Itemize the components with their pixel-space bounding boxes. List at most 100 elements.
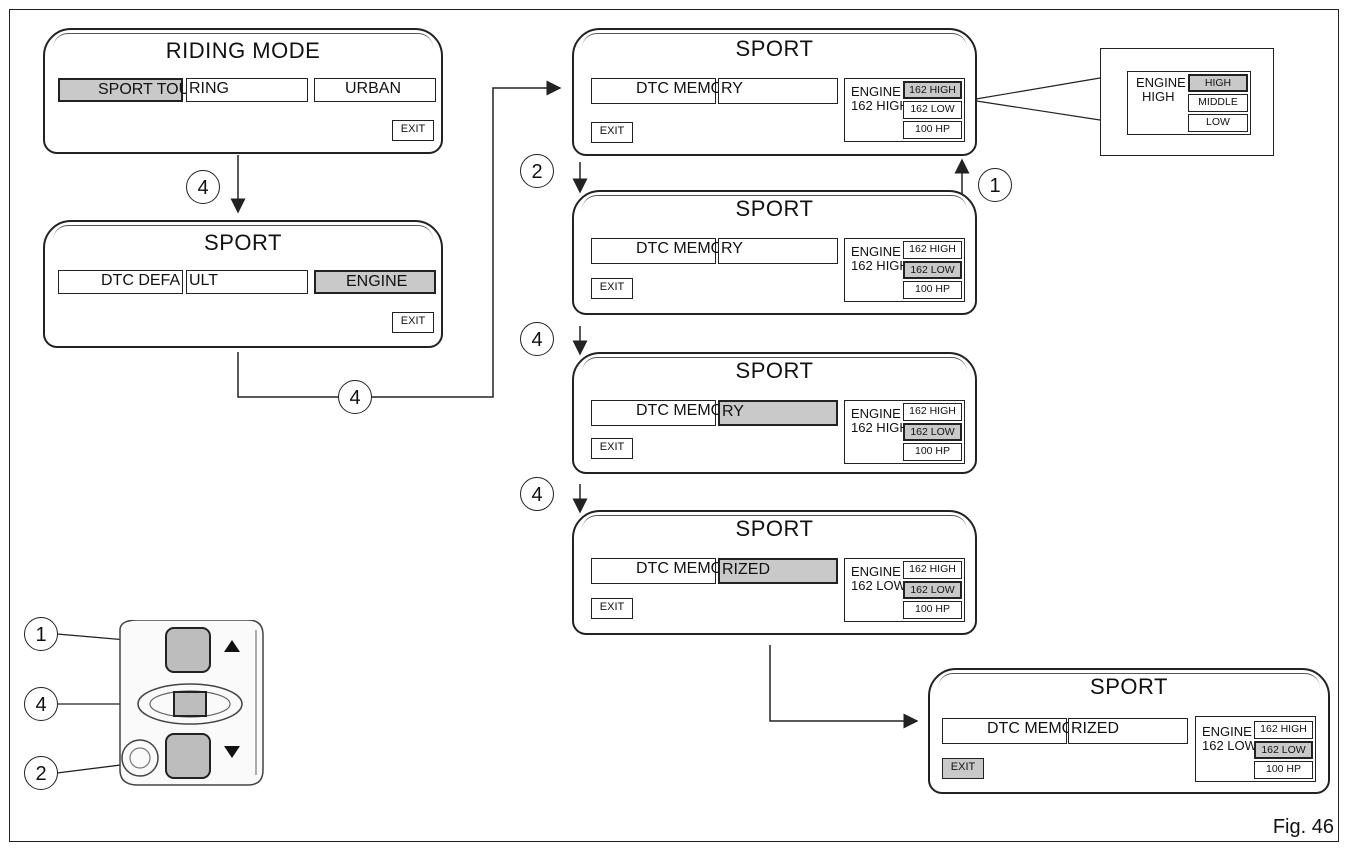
engine-value: 162 HIGH: [851, 420, 909, 435]
zoom-line-top: [969, 77, 1101, 101]
engine-panel: ENGINE 162 LOW 162 HIGH 162 LOW 100 HP: [1195, 716, 1316, 782]
engine-value: 162 HIGH: [851, 98, 909, 113]
engine-option-middle[interactable]: MIDDLE: [1188, 94, 1248, 112]
engine-option-high[interactable]: HIGH: [1188, 74, 1248, 92]
screen-title: SPORT: [735, 36, 814, 61]
dtc-label-b: RY: [721, 240, 743, 257]
sport-default-screen: SPORT DTC DEFA ULT ENGINE EXIT: [43, 220, 443, 348]
option-urban[interactable]: URBAN: [314, 78, 436, 102]
engine-zoom-inner: ENGINE HIGH HIGH MIDDLE LOW: [1127, 71, 1251, 135]
engine-label: ENGINE: [851, 244, 901, 259]
dtc-memory-field-ext[interactable]: RY: [718, 78, 838, 104]
engine-option-162-high[interactable]: 162 HIGH: [1254, 721, 1313, 739]
engine-option-162-low[interactable]: 162 LOW: [903, 423, 962, 441]
engine-option-100-hp[interactable]: 100 HP: [903, 443, 962, 461]
callout-4: 4: [186, 170, 220, 204]
engine-label: ENGINE: [851, 84, 901, 99]
engine-option-162-high[interactable]: 162 HIGH: [903, 81, 962, 99]
dtc-memory-field-ext[interactable]: RY: [718, 400, 838, 426]
screen-title: SPORT: [204, 230, 282, 255]
option-label-engine: ENGINE: [346, 273, 408, 290]
callout-1: 1: [978, 168, 1012, 202]
sport-screen-4: SPORT DTC MEMO RIZED ENGINE 162 LOW 162 …: [572, 510, 977, 635]
engine-option-162-low[interactable]: 162 LOW: [1254, 741, 1313, 759]
sport-screen-1: SPORT DTC MEMO RY ENGINE 162 HIGH 162 HI…: [572, 28, 977, 156]
option-label-b: RING: [189, 80, 229, 97]
down-button: [165, 733, 211, 779]
option-sport-touring[interactable]: SPORT TOU: [58, 78, 190, 102]
dtc-memory-field-ext[interactable]: RY: [718, 238, 838, 264]
dtc-memorized-field[interactable]: DTC MEMO: [591, 558, 723, 584]
engine-label: ENGINE: [851, 406, 901, 421]
dtc-label-b: RIZED: [722, 561, 770, 578]
exit-button[interactable]: EXIT: [591, 598, 633, 619]
engine-zoom-panel: ENGINE HIGH HIGH MIDDLE LOW: [1100, 48, 1274, 156]
key-callout-2: 2: [24, 756, 58, 790]
screen-title: SPORT: [735, 358, 814, 383]
dtc-memory-field[interactable]: DTC MEMO: [591, 238, 723, 264]
engine-option-low[interactable]: LOW: [1188, 114, 1248, 132]
zoom-line-bottom: [969, 99, 1101, 121]
engine-value: 162 LOW: [851, 578, 906, 593]
dtc-label-a: DTC MEMO: [636, 402, 724, 419]
lock-knob: [121, 739, 159, 777]
engine-value: HIGH: [1142, 89, 1175, 104]
callout-4: 4: [338, 380, 372, 414]
screen-title: SPORT: [1090, 674, 1168, 699]
screen-title: SPORT: [735, 516, 814, 541]
engine-value: 162 HIGH: [851, 258, 909, 273]
callout-4: 4: [520, 322, 554, 356]
figure-frame: [9, 9, 1339, 842]
exit-button[interactable]: EXIT: [942, 758, 984, 779]
engine-option-100-hp[interactable]: 100 HP: [903, 121, 962, 139]
option-dtc-default-ext[interactable]: ULT: [186, 270, 308, 294]
dtc-label-b: RY: [721, 80, 743, 97]
arrow-to-final: [769, 645, 919, 729]
engine-option-162-high[interactable]: 162 HIGH: [903, 241, 962, 259]
center-button: [173, 691, 207, 717]
dtc-memory-field[interactable]: DTC MEMO: [591, 78, 723, 104]
sport-screen-3: SPORT DTC MEMO RY ENGINE 162 HIGH 162 HI…: [572, 352, 977, 474]
option-label-a: SPORT TOU: [98, 81, 191, 98]
exit-button[interactable]: EXIT: [392, 312, 434, 333]
engine-option-162-low[interactable]: 162 LOW: [903, 261, 962, 279]
dtc-memorized-field[interactable]: DTC MEMO: [942, 718, 1074, 744]
engine-panel: ENGINE 162 HIGH 162 HIGH 162 LOW 100 HP: [844, 238, 965, 302]
engine-option-162-low[interactable]: 162 LOW: [903, 581, 962, 599]
option-engine[interactable]: ENGINE: [314, 270, 436, 294]
engine-option-162-low[interactable]: 162 LOW: [903, 101, 962, 119]
riding-mode-screen: RIDING MODE SPORT TOU RING URBAN EXIT: [43, 28, 443, 154]
dtc-label-b: RIZED: [1071, 720, 1119, 737]
option-dtc-default[interactable]: DTC DEFA: [58, 270, 183, 294]
engine-option-100-hp[interactable]: 100 HP: [1254, 761, 1313, 779]
dtc-label-a: DTC MEMO: [987, 720, 1075, 737]
option-label-urban: URBAN: [345, 80, 402, 97]
handlebar-switch: [119, 620, 264, 786]
dtc-memorized-field-ext[interactable]: RIZED: [1068, 718, 1188, 744]
dtc-label-a: DTC MEMO: [636, 80, 724, 97]
down-arrow-icon: [224, 746, 240, 758]
engine-label: ENGINE: [1202, 724, 1252, 739]
callout-4: 4: [520, 477, 554, 511]
exit-button[interactable]: EXIT: [591, 278, 633, 299]
exit-button[interactable]: EXIT: [591, 438, 633, 459]
sport-screen-2: SPORT DTC MEMO RY ENGINE 162 HIGH 162 HI…: [572, 190, 977, 315]
lock-knob-inner: [129, 747, 151, 769]
arrow-sport-to-dtc: [237, 80, 562, 398]
engine-label: ENGINE: [1136, 75, 1186, 90]
exit-button[interactable]: EXIT: [392, 120, 434, 141]
option-label-b: ULT: [189, 272, 219, 289]
engine-option-100-hp[interactable]: 100 HP: [903, 281, 962, 299]
exit-button[interactable]: EXIT: [591, 122, 633, 143]
joystick-ring: [137, 683, 243, 725]
dtc-memory-field[interactable]: DTC MEMO: [591, 400, 723, 426]
screen-title: SPORT: [735, 196, 814, 221]
option-label-a: DTC DEFA: [101, 272, 181, 289]
option-sport-touring-ext[interactable]: RING: [186, 78, 308, 102]
callout-2: 2: [520, 154, 554, 188]
engine-option-162-high[interactable]: 162 HIGH: [903, 403, 962, 421]
engine-option-162-high[interactable]: 162 HIGH: [903, 561, 962, 579]
engine-option-100-hp[interactable]: 100 HP: [903, 601, 962, 619]
up-button: [165, 627, 211, 673]
dtc-memorized-field-ext[interactable]: RIZED: [718, 558, 838, 584]
